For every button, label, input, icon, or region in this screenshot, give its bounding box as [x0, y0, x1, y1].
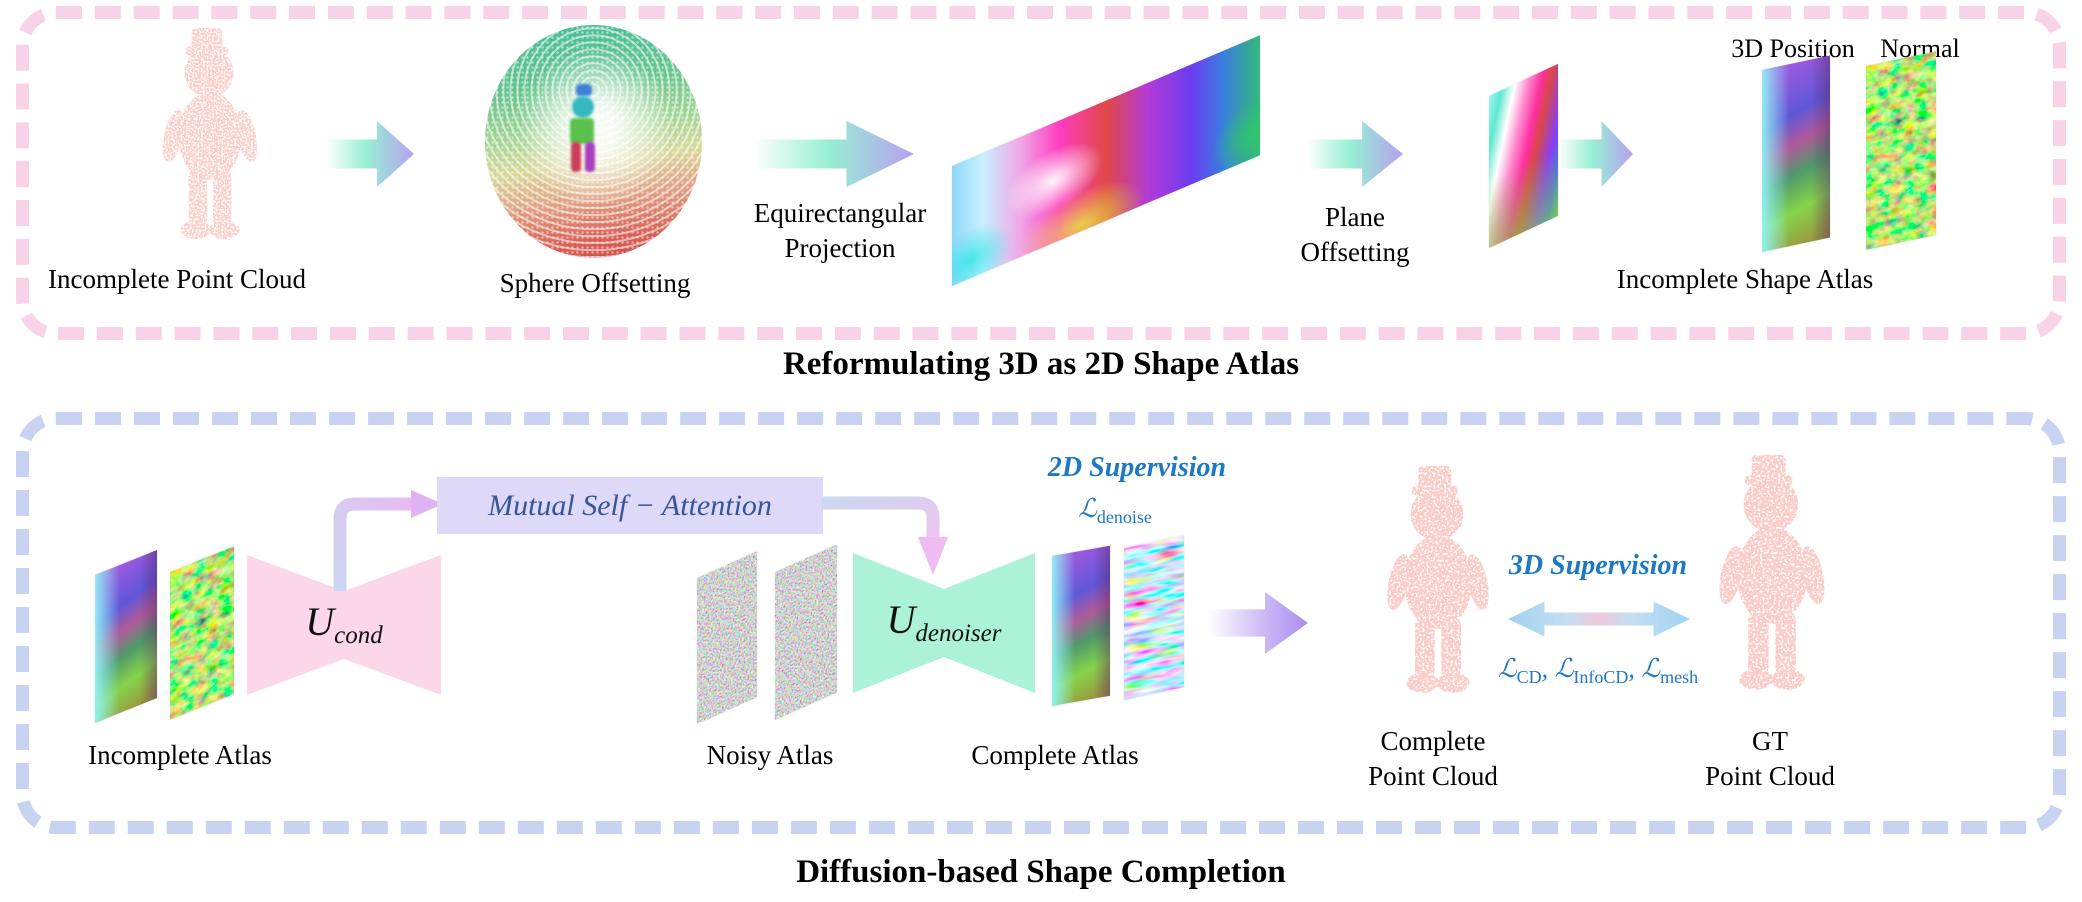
u-cond-base: U [305, 599, 335, 644]
offset-plane-image [1489, 63, 1558, 249]
incomplete-atlas-position-image [95, 549, 157, 723]
2d-supervision-label: 2D Supervision [1047, 452, 1227, 483]
cond-to-attention-arrow-icon [333, 490, 443, 591]
sphere-doll-head [572, 96, 594, 118]
complete-atlas-normal-image [1124, 535, 1184, 700]
sphere-doll-hat [576, 84, 592, 96]
incomplete-atlas-label: Incomplete Atlas [88, 740, 272, 770]
top-section-title: Reformulating 3D as 2D Shape Atlas [782, 346, 1300, 382]
equirect-label-line2: Projection [784, 233, 896, 264]
gt-pc-line1: GT [1752, 726, 1788, 756]
loss-infocd-base: ℒ [1554, 654, 1574, 683]
loss-denoise-sub: denoise [1096, 507, 1152, 527]
incomplete-point-cloud-image [158, 28, 262, 239]
sphere-doll-leg [585, 142, 595, 172]
noisy-atlas-image [775, 544, 837, 720]
u-denoiser-network-shape [853, 553, 1035, 693]
u-cond-network-shape [247, 555, 441, 695]
3d-position-label: 3D Position [1731, 34, 1855, 63]
sphere-doll-leg [571, 142, 581, 172]
loss-sep: , [1541, 654, 1555, 683]
u-cond-sub: cond [334, 622, 383, 649]
plane-offsetting-line1: Plane [1325, 202, 1385, 232]
noisy-atlas-label: Noisy Atlas [706, 740, 834, 770]
complete-pc-line1: Complete [1380, 726, 1486, 756]
loss-cd-base: ℒ [1497, 654, 1517, 683]
plane-offsetting-line2: Offsetting [1300, 237, 1410, 268]
position-atlas-image [1762, 55, 1830, 252]
loss-denoise-base: ℒ [1078, 494, 1097, 523]
denoise-loss-label: ℒdenoise [1015, 492, 1215, 529]
incomplete-point-cloud-label: Incomplete Point Cloud [48, 264, 306, 294]
loss-mesh-sub: mesh [1660, 667, 1699, 687]
noisy-atlas-image [697, 551, 757, 724]
top-section-box [16, 6, 2066, 340]
3d-losses-label: ℒCD, ℒInfoCD, ℒmesh [1458, 652, 1738, 689]
bottom-section-box [16, 412, 2066, 834]
sphere-offsetting-label: Sphere Offsetting [499, 268, 691, 298]
attention-to-denoiser-arrow-icon [822, 496, 948, 575]
incomplete-atlas-normal-image [170, 546, 234, 720]
complete-atlas-position-image [1052, 545, 1110, 706]
3d-supervision-label: 3D Supervision [1508, 550, 1688, 581]
loss-sep: , [1628, 654, 1642, 683]
loss-infocd-sub: InfoCD [1573, 667, 1629, 687]
bottom-section-title: Diffusion-based Shape Completion [796, 854, 1286, 890]
gt-point-cloud-image [1715, 454, 1829, 690]
u-denoiser-label: Udenoiser [853, 596, 1035, 648]
u-denoiser-sub: denoiser [915, 620, 1002, 647]
normal-atlas-image [1866, 51, 1936, 250]
complete-atlas-label: Complete Atlas [971, 740, 1139, 770]
sphere-doll-body [570, 118, 594, 144]
u-denoiser-base: U [886, 597, 916, 642]
equirect-label-line1: Equirectangular [753, 198, 927, 228]
complete-pc-line2: Point Cloud [1368, 761, 1498, 792]
gt-pc-line2: Point Cloud [1705, 761, 1835, 792]
loss-cd-sub: CD [1516, 667, 1542, 687]
u-cond-label: Ucond [247, 598, 441, 650]
mutual-self-attention-box: Mutual Self − Attention [437, 477, 823, 534]
loss-mesh-base: ℒ [1641, 654, 1661, 683]
incomplete-shape-atlas-label: Incomplete Shape Atlas [1616, 264, 1874, 294]
